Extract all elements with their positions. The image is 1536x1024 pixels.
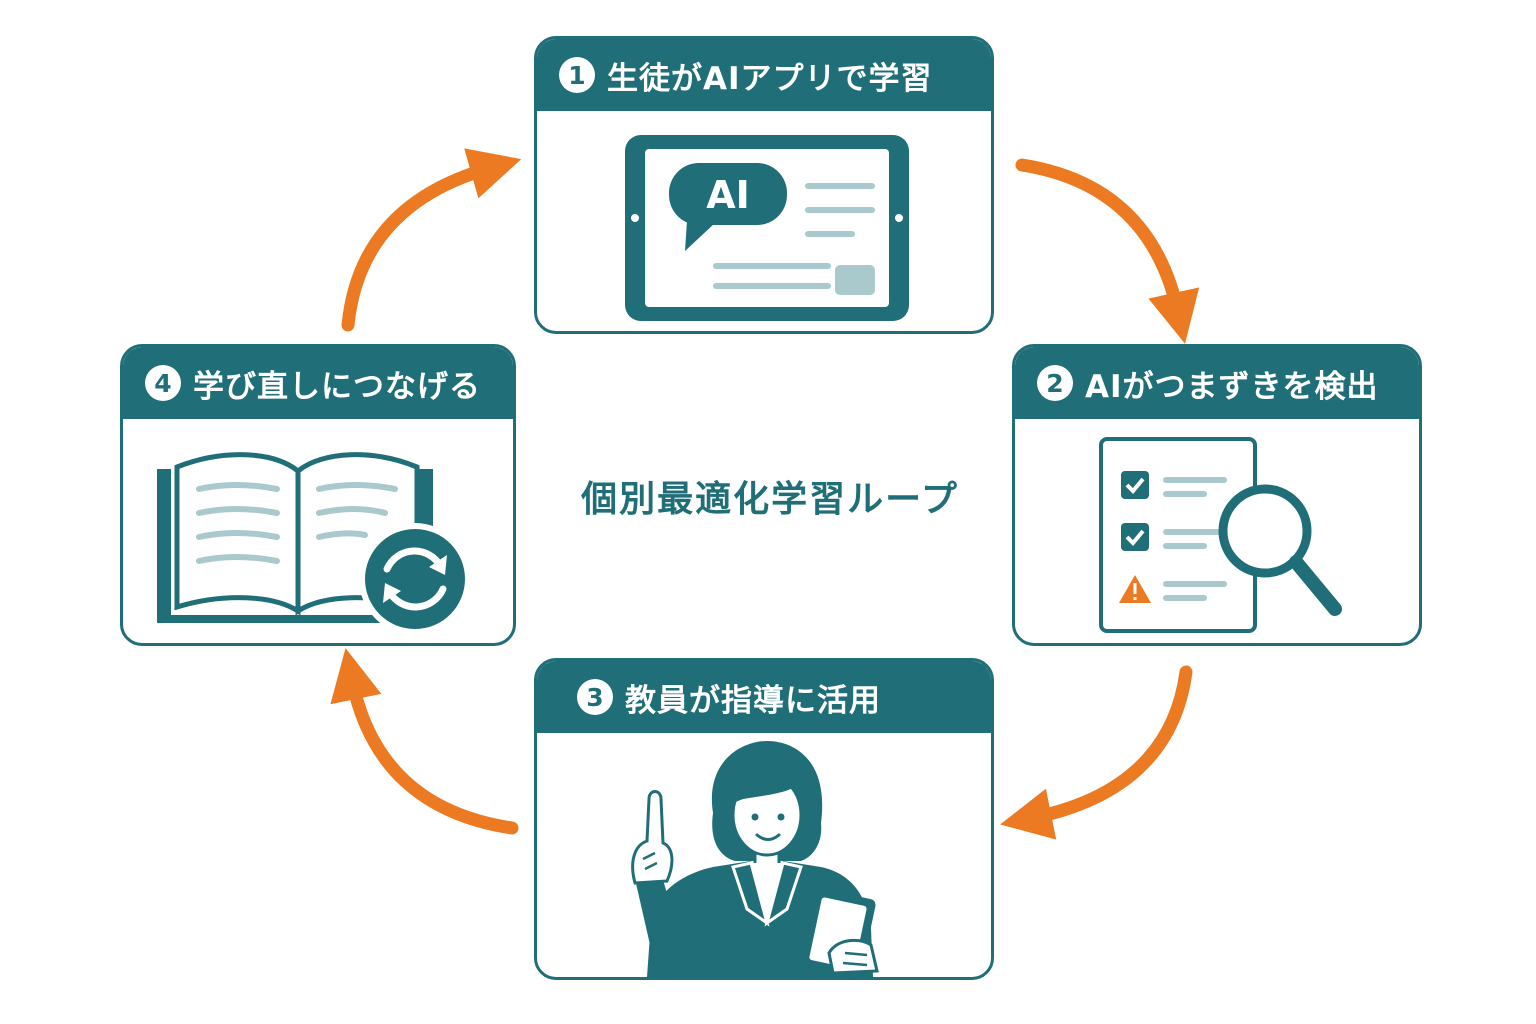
- book-refresh-icon: [157, 452, 471, 635]
- ai-badge-text: AI: [706, 173, 750, 217]
- step-label-2: AIがつまずきを検出: [1085, 368, 1379, 405]
- step-label-3: 教員が指導に活用: [625, 682, 881, 719]
- tablet-ai-chat-icon: AI: [625, 135, 909, 321]
- arrow-step4-to-step1: [341, 148, 522, 332]
- step-number-4: 4: [145, 365, 181, 401]
- loop-title: 個別最適化学習ループ: [581, 479, 959, 520]
- step-label-4: 学び直しにつなげる: [193, 368, 481, 405]
- arrow-step3-to-step4: [330, 648, 519, 835]
- step-header-3: 3 教員が指導に活用: [537, 661, 991, 733]
- checklist-magnifier-icon: [1099, 437, 1342, 633]
- check-item-1: [1121, 471, 1227, 499]
- step-card-4: 4 学び直しにつなげる: [120, 344, 516, 646]
- teacher-tablet-icon: [631, 741, 879, 977]
- step-card-2: 2 AIがつまずきを検出: [1012, 344, 1422, 646]
- check-item-2: [1121, 523, 1227, 551]
- arrow-step2-to-step3: [1000, 665, 1193, 840]
- step-number-2: 2: [1037, 365, 1073, 401]
- refresh-icon: [359, 523, 471, 635]
- step-number-3: 3: [577, 679, 613, 715]
- step-header-2: 2 AIがつまずきを検出: [1015, 347, 1419, 419]
- step-label-1: 生徒がAIアプリで学習: [607, 60, 933, 97]
- magnifier-icon: [1218, 484, 1342, 616]
- step-header-1: 1 生徒がAIアプリで学習: [537, 39, 991, 111]
- step-header-4: 4 学び直しにつなげる: [123, 347, 513, 419]
- step-card-1: 1 生徒がAIアプリで学習 AI: [534, 36, 994, 334]
- step-number-1: 1: [559, 57, 595, 93]
- arrow-step1-to-step2: [1015, 158, 1200, 344]
- step-card-3: 3 教員が指導に活用: [534, 658, 994, 980]
- warning-item: [1119, 575, 1227, 603]
